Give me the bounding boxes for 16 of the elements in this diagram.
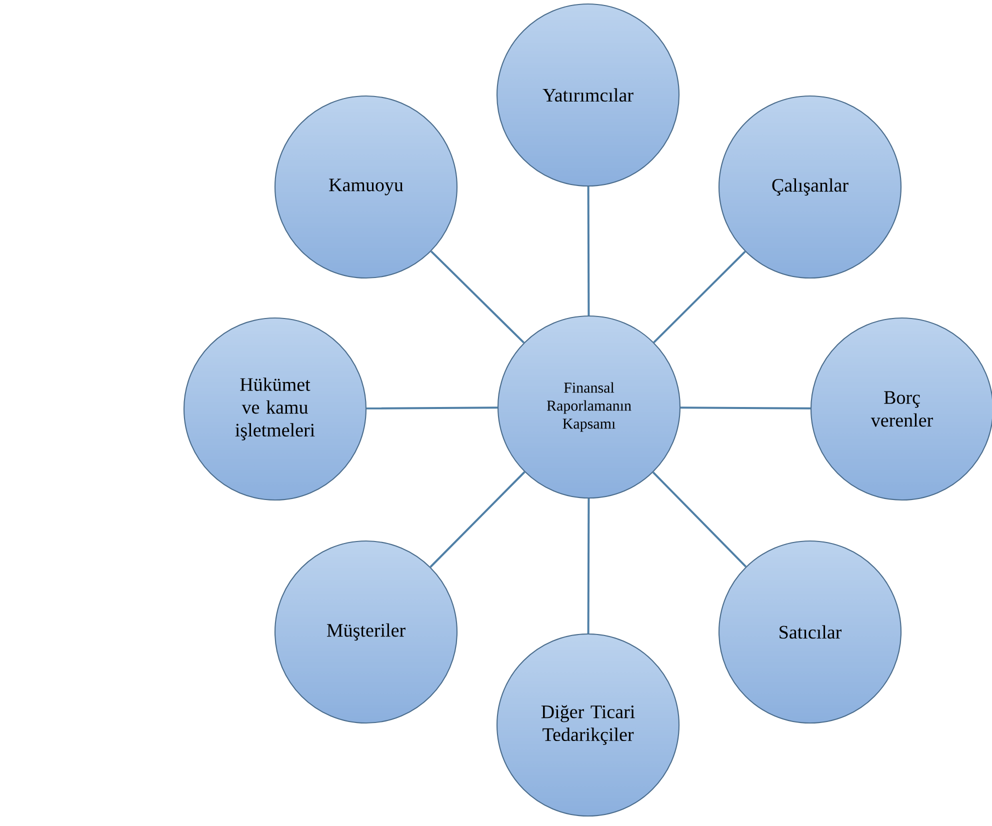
circle-node: Satıcılar (718, 540, 902, 724)
circle-node: Yatırımcılar (496, 3, 680, 187)
circle-node: Kamuoyu (274, 95, 458, 279)
circle-node: Çalışanlar (718, 95, 902, 279)
connector-line (430, 471, 526, 568)
connector-line (652, 472, 747, 568)
connector-line (587, 186, 590, 316)
connector-line (653, 250, 746, 344)
circle-node: Hükümet ve kamu işletmeleri (183, 317, 367, 501)
connector-line (430, 250, 525, 344)
circle-node: Diğer Ticari Tedarikçiler (496, 633, 680, 817)
connector-line (680, 406, 810, 410)
connector-line (366, 406, 498, 410)
connector-line (587, 498, 590, 634)
circle-node: Finansal Raporlamanın Kapsamı (497, 315, 681, 499)
circle-node: Müşteriler (274, 540, 458, 724)
